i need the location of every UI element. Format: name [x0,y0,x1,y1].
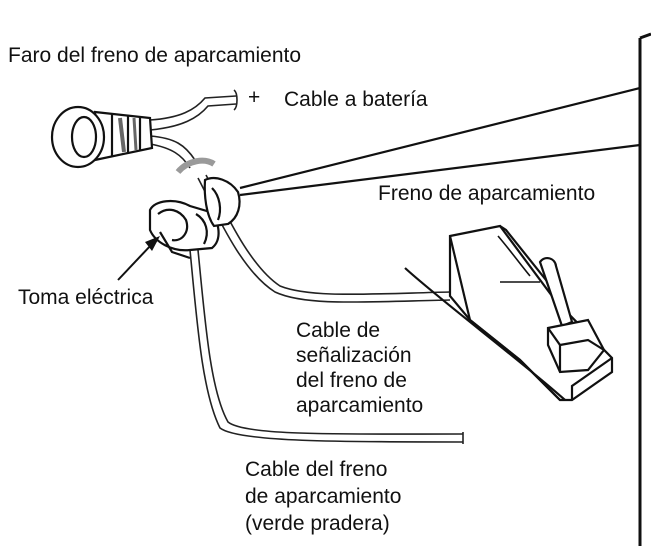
wire-terminal [233,89,238,111]
label-parking-brake: Freno de aparcamiento [378,182,596,205]
brake-cable-line-3: (verde pradera) [245,512,390,535]
label-power-socket: Toma eléctrica [18,286,154,309]
signal-cable-line-1: Cable de [296,319,381,342]
label-plus-sign: + [248,86,261,109]
power-socket [148,176,241,260]
brake-cable-line-2: de aparcamiento [245,485,402,508]
zoom-callout-lines [239,86,641,197]
panel-frame [638,32,651,546]
brake-cable-line-1: Cable del freno [245,458,388,481]
signal-cable-line-3: del freno de [296,369,407,392]
label-parking-brake-lamp: Faro del freno de aparcamiento [8,44,302,67]
label-battery-cable: Cable a batería [284,88,428,111]
socket-arrow [117,236,160,281]
signal-cable-line-2: señalización [296,344,412,367]
signal-cable-line-4: aparcamiento [296,394,424,417]
lamp-bulb [50,105,154,169]
brake-cable [189,249,464,444]
label-brake-cable: Cable del freno de aparcamiento (verde p… [245,456,401,537]
label-signal-cable: Cable de señalización del freno de aparc… [296,318,423,418]
parking-brake-lever [404,224,614,402]
battery-wires [149,95,237,169]
connector-tab [175,157,216,175]
